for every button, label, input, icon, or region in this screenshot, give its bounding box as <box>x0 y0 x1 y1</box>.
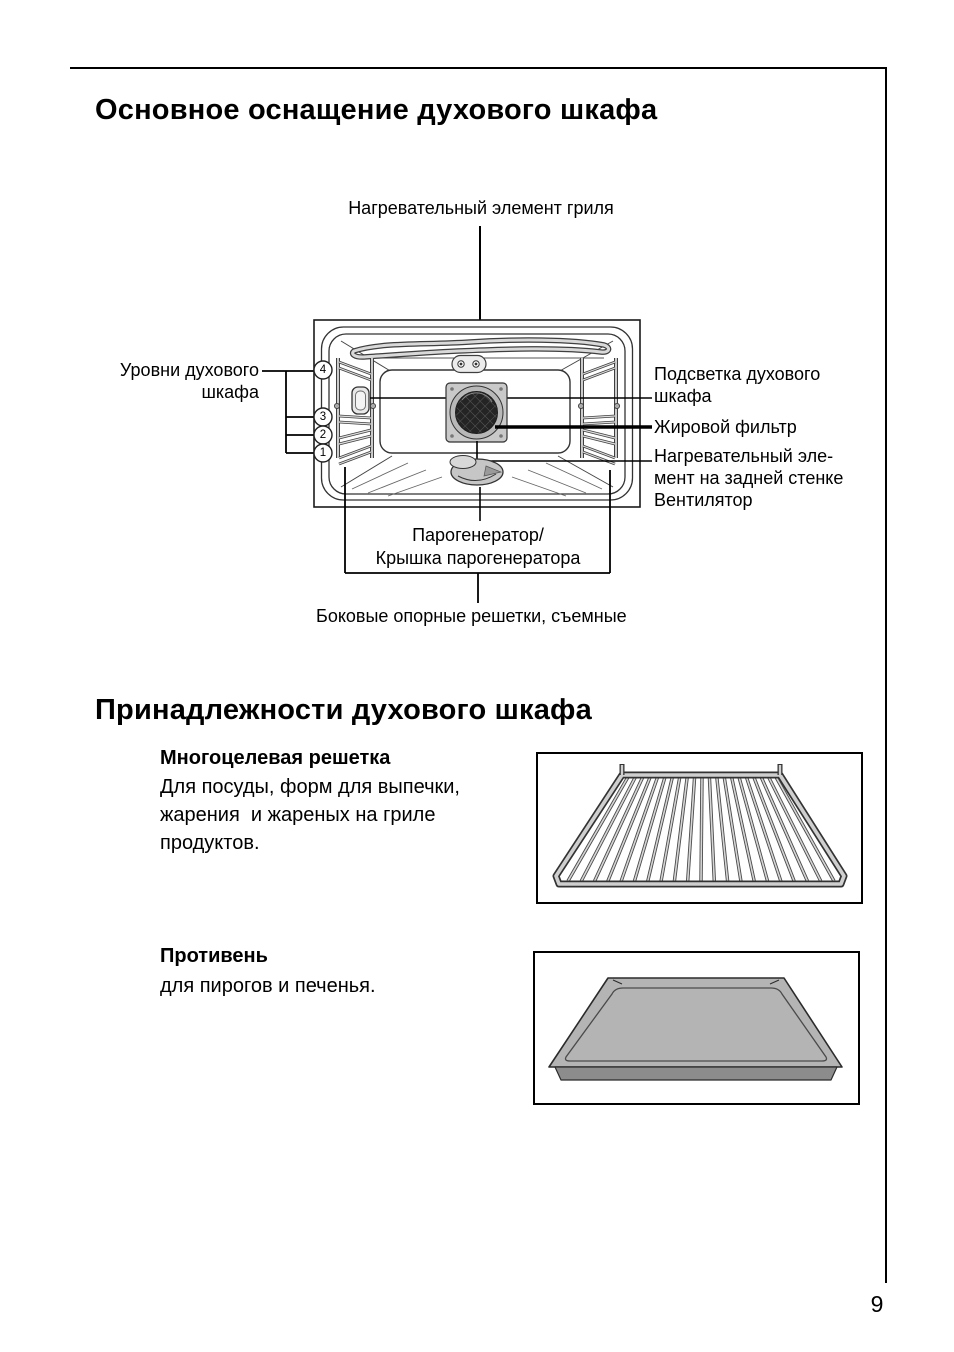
side-support-racks <box>333 358 621 466</box>
label-grease-filter: Жировой фильтр <box>654 417 797 437</box>
label-grill-element: Нагревательный элемент гриля <box>348 198 614 218</box>
section-title-accessories: Принадлежности духового шкафа <box>95 694 592 726</box>
label-fan: Вентилятор <box>654 490 753 510</box>
baking-tray-drawing <box>548 977 843 1081</box>
level-badges <box>313 360 333 463</box>
levels-bracket <box>262 370 314 454</box>
level-2-number: 2 <box>319 429 327 441</box>
label-steam-generator: Парогенератор/ Крышка парогенератора <box>375 525 581 568</box>
oven-light <box>351 386 370 415</box>
accessory-tray-description: для пирогов и печенья. <box>160 975 376 997</box>
level-3-number: 3 <box>319 411 327 423</box>
page-number: 9 <box>870 1291 884 1317</box>
accessory-tray-heading: Противень <box>160 945 268 967</box>
grill-element <box>349 337 612 374</box>
label-rear-heater-and-fan: Нагревательный эле- мент на задней стенк… <box>654 446 844 510</box>
wire-rack-image <box>536 752 863 904</box>
page-right-border <box>885 67 887 1283</box>
accessory-rack-heading: Многоцелевая решетка <box>160 747 391 769</box>
side-racks-bracket <box>344 467 611 603</box>
label-side-racks: Боковые опорные решетки, съемные <box>316 606 627 626</box>
level-4-number: 4 <box>319 364 327 376</box>
section-title-main-equipment: Основное оснащение духового шкафа <box>95 94 658 126</box>
label-oven-levels: Уровни духового шкафа <box>119 360 259 402</box>
baking-tray-image <box>533 951 860 1105</box>
level-1-number: 1 <box>319 447 327 459</box>
label-oven-light: Подсветка духового шкафа <box>654 364 821 406</box>
wire-rack-drawing <box>552 764 848 888</box>
page-top-border <box>70 67 887 69</box>
accessory-rack-description: Для посуды, форм для выпечки, жарения и … <box>160 776 460 854</box>
fan-and-grease-filter <box>445 382 508 443</box>
oven-diagram-drawing <box>262 226 652 603</box>
steam-generator <box>449 455 504 486</box>
